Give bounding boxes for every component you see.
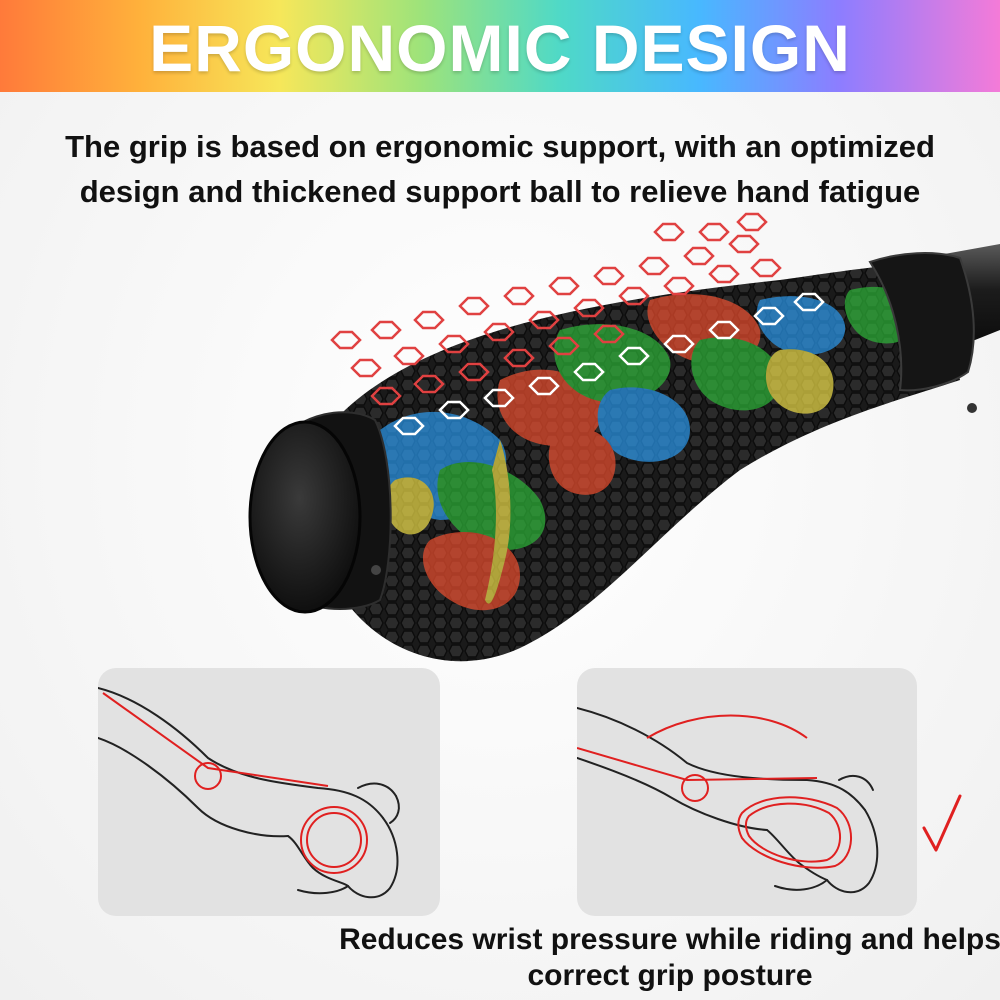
- header-banner: ERGONOMIC DESIGN: [0, 0, 1000, 92]
- inner-collar: [868, 252, 975, 392]
- checkmark-icon: [922, 794, 962, 852]
- page-title: ERGONOMIC DESIGN: [149, 11, 851, 85]
- hand-grip-correct-icon: [577, 707, 879, 894]
- intro-text: The grip is based on ergonomic support, …: [65, 129, 935, 209]
- posture-panel-incorrect: [98, 668, 440, 916]
- hand-grip-wrong-icon: [98, 687, 400, 899]
- grip-illustration: [248, 212, 1000, 662]
- caption-text: Reduces wrist pressure while riding and …: [339, 923, 1000, 992]
- hexagon-rings: [330, 212, 825, 436]
- posture-panel-correct: [577, 668, 917, 916]
- end-cap: [248, 420, 362, 614]
